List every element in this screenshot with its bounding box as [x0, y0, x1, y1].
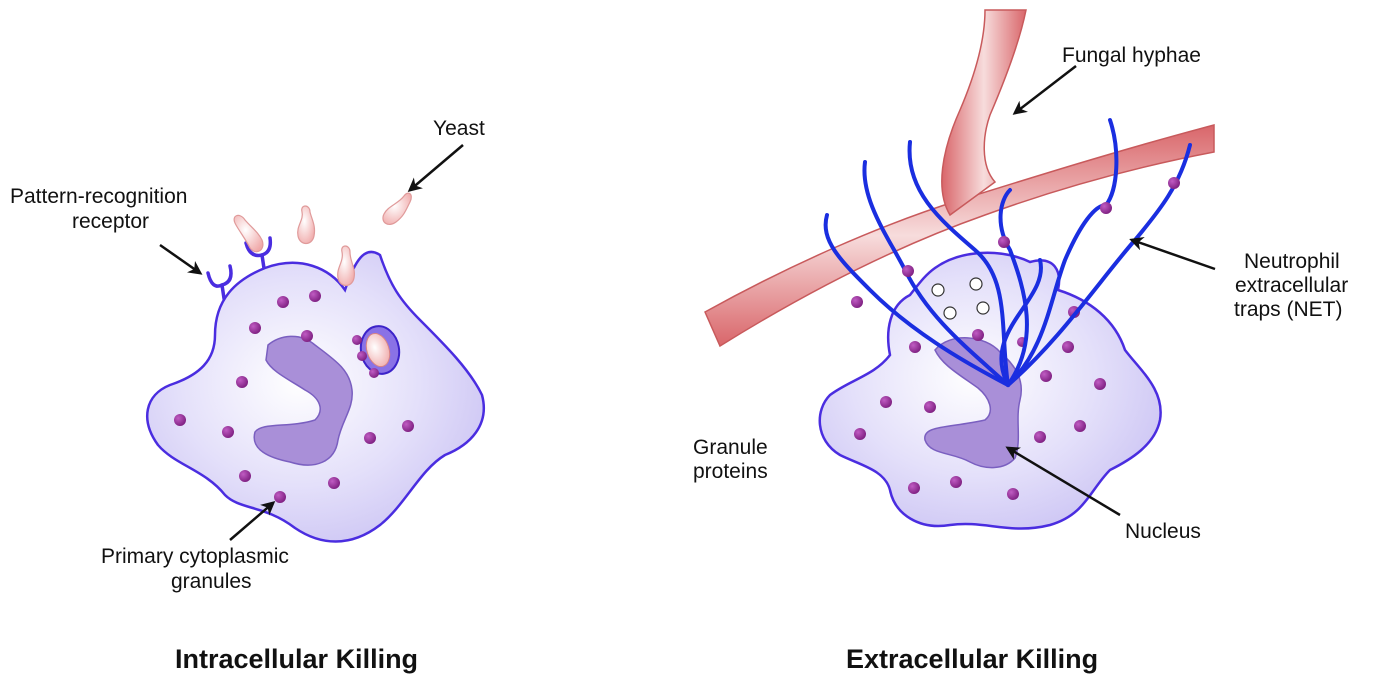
left-panel: Yeast Pattern-recognition receptor Prima… [10, 117, 485, 674]
yeast-label: Yeast [433, 117, 485, 140]
prr-label-line2: receptor [72, 210, 149, 233]
right-panel: Fungal hyphae Neutrophil extracellular t… [693, 10, 1348, 674]
yeast-arrow [410, 145, 463, 190]
hyphae-label: Fungal hyphae [1062, 44, 1201, 67]
receptor-arrow [160, 245, 200, 273]
net-label-line3: traps (NET) [1234, 298, 1343, 321]
net-arrow [1132, 240, 1215, 269]
intracellular-title: Intracellular Killing [175, 644, 418, 674]
extracellular-title: Extracellular Killing [846, 644, 1098, 674]
prr-label-line1: Pattern-recognition [10, 185, 187, 208]
granule-proteins-label-line1: Granule [693, 436, 768, 459]
hyphae-arrow [1015, 66, 1076, 113]
net-label-line1: Neutrophil [1244, 250, 1340, 273]
nucleus-label: Nucleus [1125, 520, 1201, 543]
granules-label-line1: Primary cytoplasmic [101, 545, 289, 568]
granule-proteins-label-line2: proteins [693, 460, 768, 483]
net-label-line2: extracellular [1235, 274, 1348, 297]
granules-label-line2: granules [171, 570, 252, 593]
